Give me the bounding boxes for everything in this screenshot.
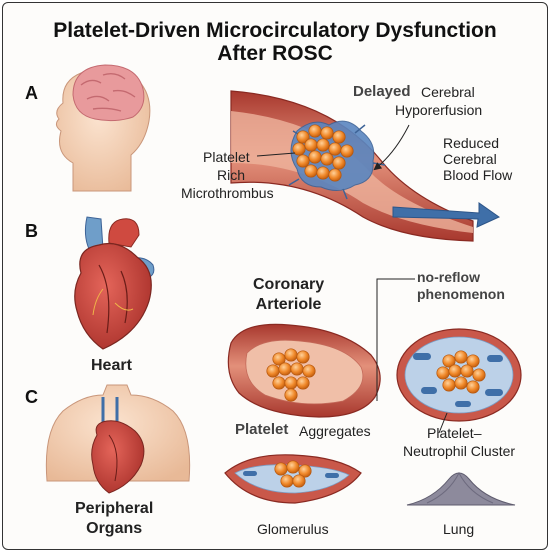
- label-platelet-rich-1: Platelet: [203, 149, 250, 165]
- label-platelet-rich-2: Rich: [217, 167, 246, 183]
- noreflow-platelet-cluster: [436, 350, 486, 394]
- pointer-line: [438, 412, 448, 434]
- label-reduced-2: Cerebral: [443, 151, 497, 167]
- label-hyporerfusion: Hyporerfusion: [395, 102, 483, 118]
- label-reduced-3: Blood Flow: [443, 167, 513, 183]
- label-noreflow: no-reflow phenomenon: [417, 269, 505, 303]
- label-heart: Heart: [91, 357, 132, 374]
- label-noreflow-1: no-reflow: [417, 269, 480, 285]
- label-platelet-aggregates-a: Platelet: [235, 421, 289, 438]
- label-peripheral-1: Peripheral: [75, 500, 154, 517]
- label-platelet-neutrophil-2: Neutrophil Cluster: [403, 443, 516, 459]
- heart-illustration: [74, 216, 155, 350]
- label-lung: Lung: [443, 521, 475, 537]
- label-coronary-2: Arteriole: [255, 296, 322, 313]
- pointer-line: [256, 152, 296, 157]
- head-illustration: [55, 64, 151, 192]
- label-noreflow-2: phenomenon: [417, 286, 505, 302]
- lung-tissue: [406, 471, 516, 506]
- figure-title: Platelet-Driven Microcirculatory Dysfunc…: [3, 19, 547, 65]
- section-label-a: A: [25, 83, 38, 103]
- label-reduced-1: Reduced: [443, 135, 500, 151]
- label-reduced-flow: Reduced Cerebral Blood Flow: [443, 135, 512, 183]
- illustration-canvas: [45, 64, 522, 506]
- reduced-flow-arrow: [392, 202, 501, 228]
- label-coronary-1: Coronary: [253, 276, 325, 293]
- label-platelet-aggregates-b: Aggregates: [299, 423, 371, 439]
- title-line-1: Platelet-Driven Microcirculatory Dysfunc…: [53, 19, 497, 42]
- label-peripheral-2: Organs: [86, 520, 143, 537]
- label-platelet-rich-3: Microthrombus: [181, 185, 274, 201]
- label-coronary-arteriole: Coronary Arteriole: [253, 275, 324, 315]
- section-label-b: B: [25, 221, 38, 241]
- label-platelet-neutrophil-1: Platelet–: [427, 425, 482, 441]
- label-peripheral-organs: Peripheral Organs: [75, 499, 153, 539]
- label-glomerulus: Glomerulus: [257, 521, 329, 537]
- label-cerebral: Cerebral: [421, 84, 475, 100]
- section-label-c: C: [25, 387, 38, 407]
- pointer-line: [373, 124, 410, 171]
- torso-illustration: [45, 384, 191, 494]
- title-line-2: After ROSC: [217, 42, 333, 65]
- pointer-line: [376, 278, 415, 401]
- label-delayed: Delayed: [353, 83, 411, 100]
